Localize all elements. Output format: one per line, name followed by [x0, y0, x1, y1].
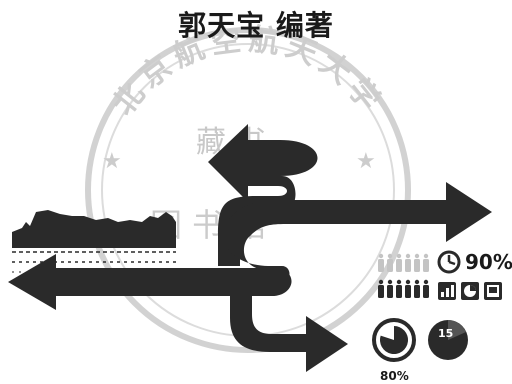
clock-icon	[437, 250, 461, 274]
donut-fill	[380, 326, 409, 354]
skyline-silhouette	[12, 210, 176, 248]
donut-chart	[372, 318, 416, 362]
people-grid	[378, 253, 429, 298]
dark-circle-badge	[428, 320, 468, 360]
person-icon	[378, 279, 384, 298]
left-arrow	[8, 254, 292, 310]
donut-percent-label: 80%	[380, 369, 409, 383]
dark-circle-label: 15	[438, 327, 454, 340]
person-icon	[396, 279, 402, 298]
person-icon	[423, 279, 429, 298]
image-card-icon	[484, 282, 502, 300]
bar-chart-icon	[438, 282, 456, 300]
person-icon	[387, 253, 393, 272]
author-line: 郭天宝 编著	[178, 9, 334, 42]
person-icon	[378, 253, 384, 272]
person-icon	[414, 253, 420, 272]
pie-chart-icon	[461, 282, 479, 300]
right-arrow	[236, 182, 492, 242]
bottom-curved-arrow	[230, 286, 348, 372]
person-icon	[396, 253, 402, 272]
top-curved-arrow	[208, 124, 318, 266]
progress-percent-label: 90%	[465, 250, 512, 274]
s-curve-connector	[217, 200, 292, 282]
stamp-star-right-icon: ★	[356, 149, 376, 174]
person-icon	[405, 279, 411, 298]
stamp-star-left-icon: ★	[102, 149, 122, 174]
person-icon	[423, 253, 429, 272]
person-icon	[405, 253, 411, 272]
person-icon	[414, 279, 420, 298]
person-icon	[387, 279, 393, 298]
